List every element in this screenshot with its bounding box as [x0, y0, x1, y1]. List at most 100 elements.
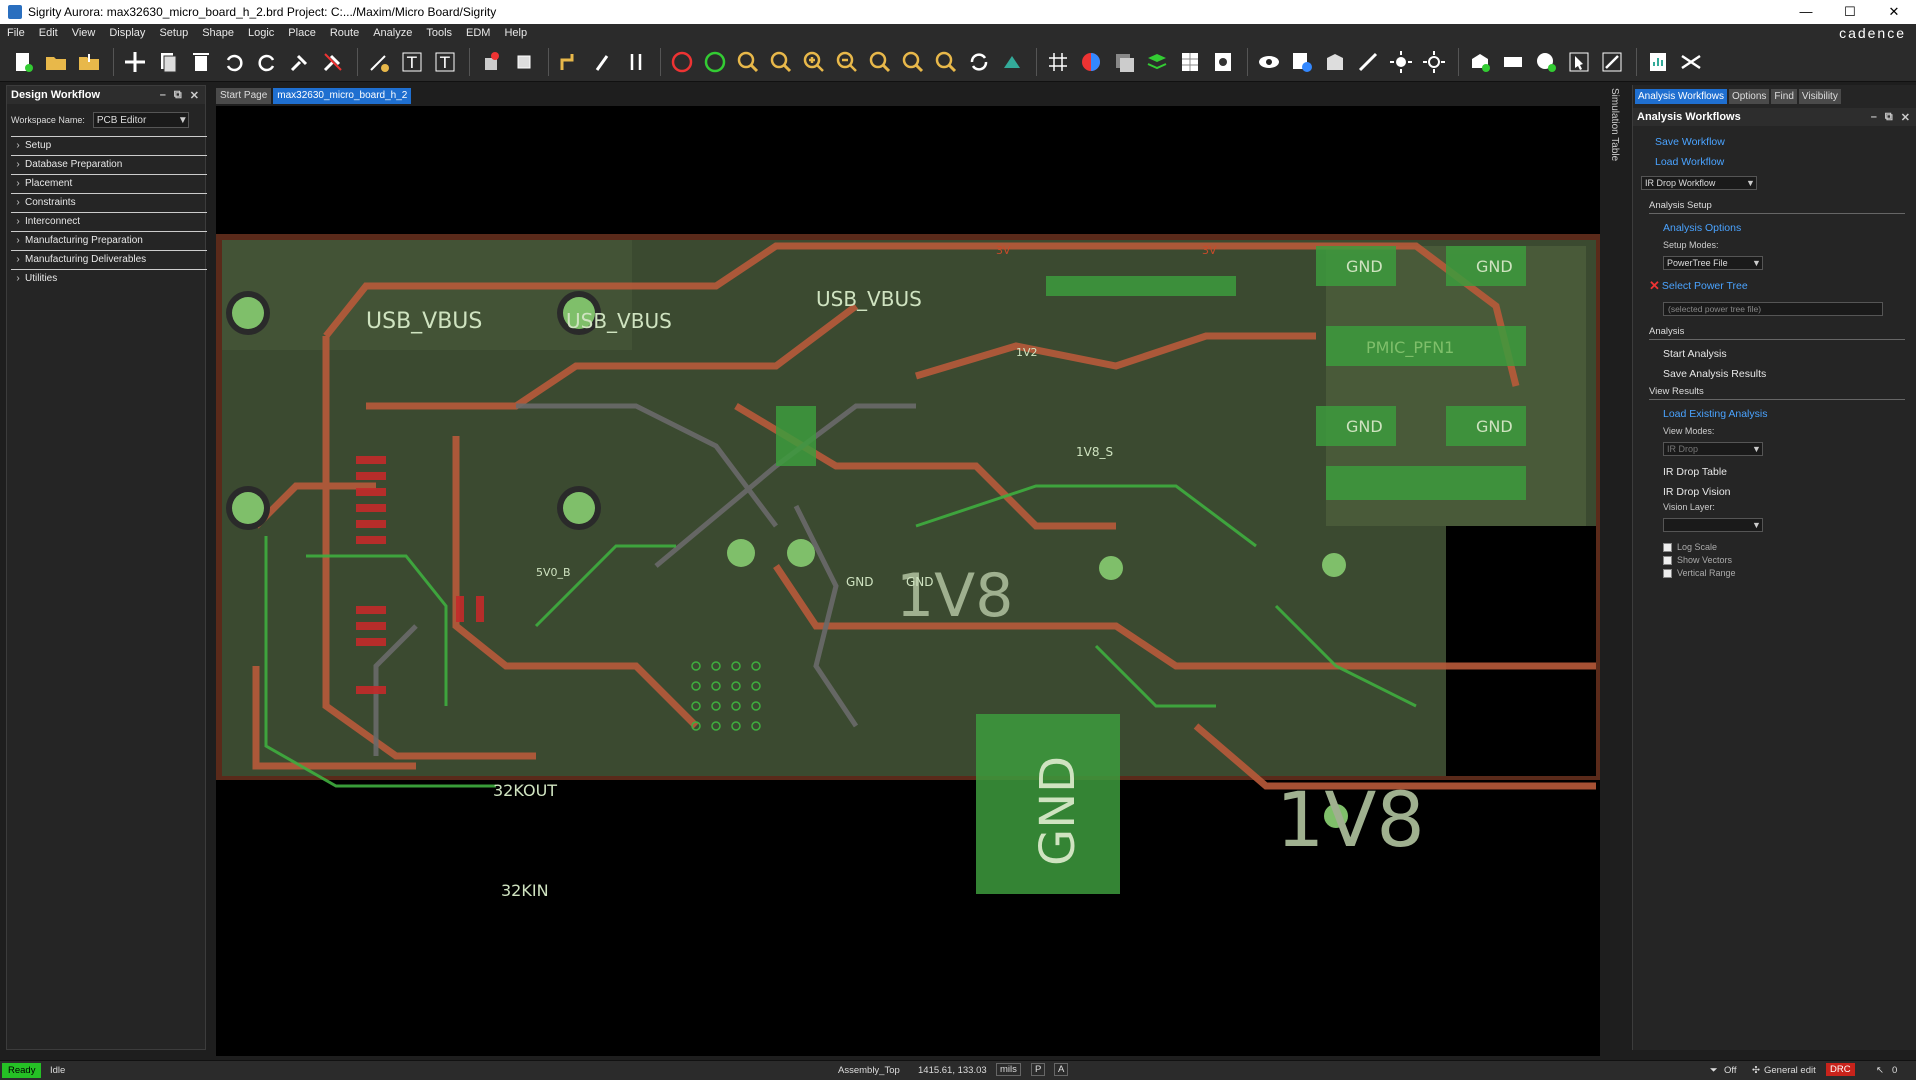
building-icon[interactable]	[1320, 47, 1350, 77]
shuffle-icon[interactable]	[1676, 47, 1706, 77]
light-icon[interactable]	[1386, 47, 1416, 77]
zoom-world-icon[interactable]	[898, 47, 928, 77]
save-folder-icon[interactable]	[74, 47, 104, 77]
close-panel-icon[interactable]: ✕	[1900, 111, 1910, 124]
tab-visibility[interactable]: Visibility	[1798, 89, 1841, 104]
workflow-item-database-preparation[interactable]: ›Database Preparation	[11, 155, 207, 173]
load-workflow-link[interactable]: Load Workflow	[1655, 156, 1725, 168]
unpin-icon[interactable]	[318, 47, 348, 77]
spreadsheet-icon[interactable]	[1175, 47, 1205, 77]
circle-shape-icon[interactable]	[1531, 47, 1561, 77]
shadow-icon[interactable]	[1109, 47, 1139, 77]
route-icon[interactable]	[555, 47, 585, 77]
drc-icon[interactable]	[667, 47, 697, 77]
menu-help[interactable]: Help	[504, 27, 528, 39]
workflow-item-manufacturing-deliverables[interactable]: ›Manufacturing Deliverables	[11, 250, 207, 268]
menu-setup[interactable]: Setup	[159, 27, 189, 39]
maximize-button[interactable]: ☐	[1844, 4, 1856, 19]
3d-view-icon[interactable]	[997, 47, 1027, 77]
shape-add-icon[interactable]	[1465, 47, 1495, 77]
start-analysis-button[interactable]: Start Analysis	[1663, 348, 1727, 360]
analysis-options-link[interactable]: Analysis Options	[1663, 222, 1742, 234]
close-button[interactable]: ✕	[1888, 4, 1900, 19]
rect-shape-icon[interactable]	[1498, 47, 1528, 77]
zoom-points-icon[interactable]	[766, 47, 796, 77]
zoom-previous-icon[interactable]	[865, 47, 895, 77]
info-icon[interactable]	[1287, 47, 1317, 77]
power-tree-file-input[interactable]: (selected power tree file)	[1663, 302, 1883, 316]
open-folder-icon[interactable]	[41, 47, 71, 77]
ir-drop-vision-button[interactable]: IR Drop Vision	[1663, 486, 1731, 498]
workflow-item-utilities[interactable]: ›Utilities	[11, 269, 207, 287]
vision-layer-select[interactable]: ▼	[1663, 518, 1763, 532]
check-icon[interactable]	[700, 47, 730, 77]
zoom-in-icon[interactable]	[799, 47, 829, 77]
workflow-item-interconnect[interactable]: ›Interconnect	[11, 212, 207, 230]
color-icon[interactable]	[1076, 47, 1106, 77]
zoom-center-icon[interactable]	[931, 47, 961, 77]
a-toggle[interactable]: A	[1054, 1063, 1069, 1076]
view-modes-select[interactable]: IR Drop ▼	[1663, 442, 1763, 456]
swap-icon[interactable]	[621, 47, 651, 77]
undo-icon[interactable]	[219, 47, 249, 77]
p-toggle[interactable]: P	[1031, 1063, 1046, 1076]
minimize-panel-icon[interactable]: –	[159, 88, 166, 101]
load-existing-analysis-link[interactable]: Load Existing Analysis	[1663, 408, 1768, 420]
report-icon[interactable]	[1643, 47, 1673, 77]
tab-analysis-workflows[interactable]: Analysis Workflows	[1635, 89, 1727, 104]
move-icon[interactable]	[120, 47, 150, 77]
menu-edm[interactable]: EDM	[466, 27, 491, 39]
workflow-item-manufacturing-preparation[interactable]: ›Manufacturing Preparation	[11, 231, 207, 249]
float-panel-icon[interactable]: ⧉	[1884, 110, 1893, 123]
workflow-item-placement[interactable]: ›Placement	[11, 174, 207, 192]
vertical-range-checkbox[interactable]: Vertical Range	[1663, 568, 1908, 578]
menu-shape[interactable]: Shape	[202, 27, 234, 39]
tab-options[interactable]: Options	[1728, 89, 1770, 104]
pcb-canvas[interactable]: USB_VBUS USB_VBUS USB_VBUS 1V8 1V8 GND G…	[216, 106, 1600, 1056]
menu-place[interactable]: Place	[288, 27, 316, 39]
workflow-item-constraints[interactable]: ›Constraints	[11, 193, 207, 211]
save-analysis-results-button[interactable]: Save Analysis Results	[1663, 368, 1767, 380]
drc-indicator[interactable]: DRC	[1826, 1063, 1855, 1076]
minimize-button[interactable]: —	[1799, 4, 1813, 19]
zoom-fit-icon[interactable]	[733, 47, 763, 77]
simulation-table-tab[interactable]: Simulation Table	[1609, 88, 1620, 162]
select-power-tree-link[interactable]: Select Power Tree	[1661, 280, 1748, 292]
active-layer[interactable]: Assembly_Top	[838, 1065, 900, 1076]
grid-icon[interactable]	[1043, 47, 1073, 77]
redraw-icon[interactable]	[964, 47, 994, 77]
chip-icon[interactable]	[509, 47, 539, 77]
delete-icon[interactable]	[186, 47, 216, 77]
highlight-icon[interactable]	[1419, 47, 1449, 77]
menu-logic[interactable]: Logic	[248, 27, 275, 39]
units-indicator[interactable]: mils	[996, 1063, 1021, 1076]
slide-icon[interactable]	[588, 47, 618, 77]
menu-route[interactable]: Route	[329, 27, 360, 39]
save-workflow-link[interactable]: Save Workflow	[1655, 136, 1725, 148]
edit-mode[interactable]: General edit	[1764, 1065, 1816, 1076]
measure-icon[interactable]	[1353, 47, 1383, 77]
minimize-panel-icon[interactable]: –	[1870, 110, 1877, 123]
workflow-select[interactable]: IR Drop Workflow ▼	[1641, 176, 1757, 190]
filter-icon[interactable]: ⏷	[1710, 1065, 1718, 1076]
workflow-item-setup[interactable]: ›Setup	[11, 136, 207, 154]
menu-edit[interactable]: Edit	[38, 27, 58, 39]
copy-icon[interactable]	[153, 47, 183, 77]
eye-icon[interactable]	[1254, 47, 1284, 77]
menu-view[interactable]: View	[71, 27, 96, 39]
tab-find[interactable]: Find	[1771, 89, 1797, 104]
pin-icon[interactable]	[285, 47, 315, 77]
layers-icon[interactable]	[1142, 47, 1172, 77]
show-vectors-checkbox[interactable]: Show Vectors	[1663, 555, 1908, 565]
redo-icon[interactable]	[252, 47, 282, 77]
ir-drop-table-button[interactable]: IR Drop Table	[1663, 466, 1728, 478]
log-scale-checkbox[interactable]: Log Scale	[1663, 542, 1908, 552]
zoom-out-icon[interactable]	[832, 47, 862, 77]
workspace-select[interactable]: PCB Editor ▼	[92, 112, 189, 128]
select-icon[interactable]	[1564, 47, 1594, 77]
text-edit-icon[interactable]: T	[430, 47, 460, 77]
slash-icon[interactable]	[1597, 47, 1627, 77]
menu-display[interactable]: Display	[109, 27, 146, 39]
component-place-icon[interactable]	[476, 47, 506, 77]
add-line-icon[interactable]	[364, 47, 394, 77]
